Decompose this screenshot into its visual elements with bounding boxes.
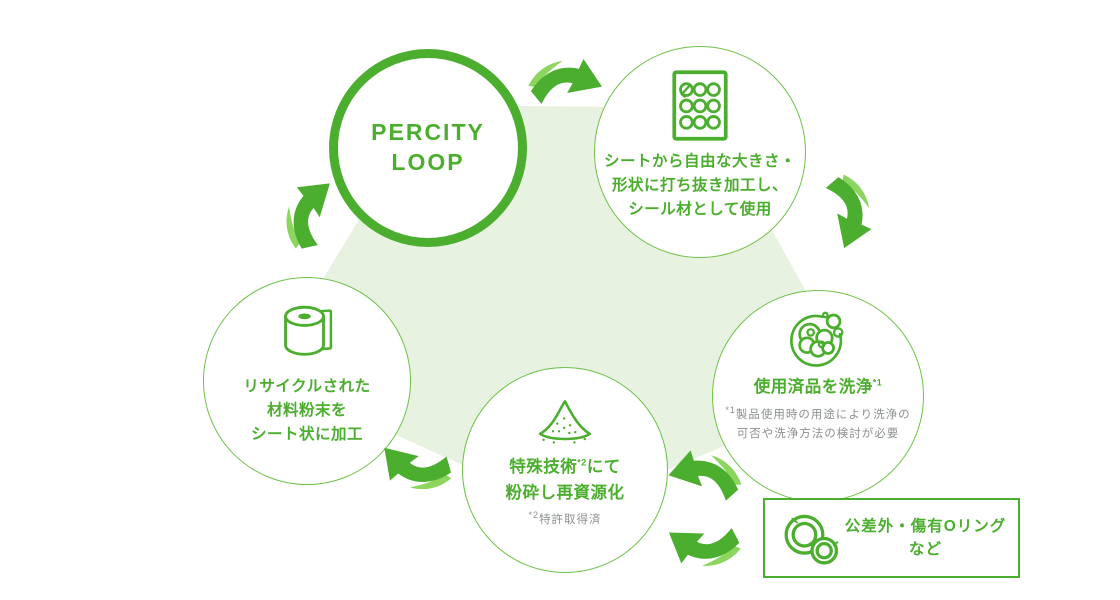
step-wash-note-text2: 可否や洗浄方法の検討が必要: [736, 428, 900, 441]
step-punch-line3: シール材として使用: [628, 201, 772, 219]
input-box-line1: 公差外・傷有Oリング: [844, 517, 1007, 535]
step-wash-note-sup: *1: [725, 404, 736, 415]
loop-title: PERCITY LOOP: [371, 118, 485, 178]
loop-title-line2: LOOP: [391, 149, 465, 175]
arrow-punch-to-wash: [818, 172, 878, 252]
step-sheet-line1: リサイクルされた: [243, 378, 371, 395]
step-wash-note-line1: *1製品使用時の用途により洗浄の: [725, 404, 911, 426]
powder-icon: [538, 400, 592, 444]
step-sheet-line3: シート状に加工: [250, 426, 363, 444]
step-wash-title-sup: *1: [872, 377, 883, 388]
step-wash-circle: 使用済品を洗浄*1 *1製品使用時の用途により洗浄の 可否や洗浄方法の検討が必要: [712, 290, 924, 502]
step-wash-note: *1製品使用時の用途により洗浄の 可否や洗浄方法の検討が必要: [725, 404, 911, 445]
sheet-roll-icon: [284, 305, 333, 356]
input-box-label: 公差外・傷有Oリング など: [843, 515, 1018, 562]
step-sheet-circle: リサイクルされた 材料粉末を シート状に加工: [203, 277, 411, 485]
step-sheet-line2: 材料粉末を: [266, 402, 347, 420]
step-wash-title-text: 使用済品を洗浄: [753, 378, 873, 396]
step-wash-note-line2: 可否や洗浄方法の検討が必要: [725, 425, 910, 445]
step-sheet-caption: リサイクルされた 材料粉末を シート状に加工: [243, 375, 370, 447]
input-box-line2: など: [908, 541, 942, 558]
step-crush-note-text: 特許取得済: [539, 514, 602, 527]
arrow-wash-to-crush: [668, 450, 742, 501]
step-crush-title-pre: 特殊技術: [509, 458, 578, 476]
step-wash-note-text1: 製品使用時の用途により洗浄の: [735, 408, 911, 421]
step-crush-title: 特殊技術*2にて 粉砕し再資源化: [506, 455, 625, 506]
washing-icon: [790, 311, 844, 367]
step-punch-line1: シートから自由な大きさ・: [603, 153, 796, 170]
input-source-box: 公差外・傷有Oリング など: [763, 498, 1020, 578]
step-crush-title-line2: 粉砕し再資源化: [505, 483, 625, 502]
arrow-loop-to-punch: [526, 51, 606, 112]
step-punch-circle: シートから自由な大きさ・ 形状に打ち抜き加工し、 シール材として使用: [594, 46, 806, 258]
arrow-box-to-crush: [660, 508, 747, 581]
o-rings-icon: [784, 514, 839, 565]
punched-sheet-icon: [672, 70, 728, 141]
step-crush-title-line1: 特殊技術*2にて: [506, 455, 625, 481]
step-punch-line2: 形状に打ち抜き加工し、: [611, 177, 788, 195]
step-punch-caption: シートから自由な大きさ・ 形状に打ち抜き加工し、 シール材として使用: [604, 150, 796, 222]
step-crush-title-sup: *2: [577, 457, 587, 468]
loop-title-line1: PERCITY: [371, 119, 485, 146]
step-crush-note: *2特許取得済: [528, 511, 601, 531]
loop-main-circle: PERCITY LOOP: [329, 49, 527, 247]
step-crush-note-sup: *2: [528, 510, 539, 521]
step-wash-title: 使用済品を洗浄*1: [754, 375, 883, 401]
step-crush-title-post: にて: [586, 458, 621, 476]
step-crush-circle: 特殊技術*2にて 粉砕し再資源化 *2特許取得済: [462, 367, 668, 573]
